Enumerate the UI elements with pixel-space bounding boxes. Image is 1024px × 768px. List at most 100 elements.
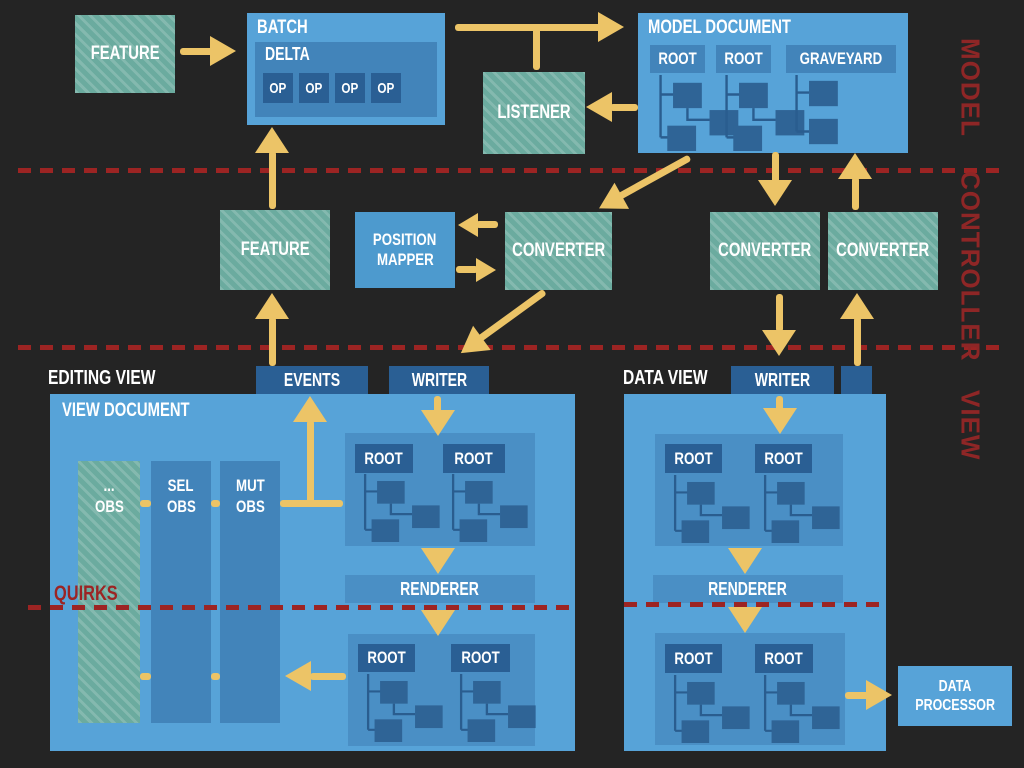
arrow-modeldoc-to-converterleft xyxy=(772,152,779,184)
root-tree xyxy=(451,674,543,742)
model-root-header: ROOT xyxy=(650,45,705,73)
model-document-label: MODEL DOCUMENT xyxy=(648,17,791,38)
root-tree xyxy=(358,674,450,742)
arrow-renderer-to-roots-head xyxy=(421,610,455,636)
arrow-roots-to-dataprocessor xyxy=(845,692,871,699)
data-view-divider xyxy=(624,602,881,607)
editing-renderer-bar: RENDERER xyxy=(345,575,535,603)
arrow-writer-to-roots xyxy=(434,396,441,414)
arrow-datarenderer-to-roots-head xyxy=(728,607,762,633)
op-row: OP OP OP OP xyxy=(263,73,401,103)
arrow-dataroots-to-renderer-head xyxy=(728,548,762,574)
data-roots-bottom-panel: ROOT ROOT xyxy=(655,633,845,745)
arrow-roots-to-dataprocessor-head xyxy=(866,680,892,710)
root-header: ROOT xyxy=(451,644,510,672)
editing-writer-header: WRITER xyxy=(389,366,489,394)
editing-roots-bottom-panel: ROOT ROOT xyxy=(348,634,536,746)
controller-layer-label: CONTROLLER xyxy=(955,170,986,362)
position-mapper-box: POSITION MAPPER xyxy=(355,212,455,288)
op-box: OP xyxy=(299,73,329,103)
op-box: OP xyxy=(335,73,365,103)
root-tree xyxy=(355,474,447,542)
root-header: ROOT xyxy=(358,644,415,672)
observer-column-sel: SEL OBS xyxy=(151,461,211,723)
position-mapper-line2: MAPPER xyxy=(376,250,434,269)
model-feature-label: FEATURE xyxy=(90,43,160,64)
batch-box: BATCH DELTA OP OP OP OP xyxy=(247,13,445,125)
data-processor-box: DATA PROCESSOR xyxy=(898,666,1012,726)
view-document-label: VIEW DOCUMENT xyxy=(62,400,190,421)
arrow-observers-to-events xyxy=(307,420,314,507)
model-root-tree xyxy=(650,75,746,151)
arrow-batch-to-listener xyxy=(533,28,540,70)
model-feature-box: FEATURE xyxy=(75,15,175,93)
data-view-small-box xyxy=(841,366,872,394)
model-graveyard-tree xyxy=(786,75,882,151)
converter-mid-box: CONVERTER xyxy=(505,212,612,290)
root-header: ROOT xyxy=(755,444,812,473)
listener-box: LISTENER xyxy=(483,72,585,154)
arrow-modeldoc-to-converter xyxy=(591,144,697,222)
root-header: ROOT xyxy=(665,444,722,473)
arrow-ctrlfeature-to-batch xyxy=(269,151,276,209)
listener-label: LISTENER xyxy=(497,102,571,123)
arrow-smallbox-to-converterright-head xyxy=(840,293,874,319)
view-layer-label: VIEW xyxy=(955,389,986,461)
arrow-roots-to-mutobs xyxy=(310,673,346,680)
quirks-divider xyxy=(28,605,575,610)
arrow-datawriter-to-roots-head xyxy=(763,408,797,434)
arrow-modeldoc-to-listener xyxy=(610,104,638,111)
delta-label: DELTA xyxy=(265,44,310,64)
arrow-converter-to-mapper xyxy=(476,221,498,228)
arrow-events-to-feature-head xyxy=(255,293,289,319)
arrow-feature-to-batch-head xyxy=(210,36,236,66)
data-view-title: DATA VIEW xyxy=(623,367,708,389)
root-tree xyxy=(443,474,535,542)
controller-feature-label: FEATURE xyxy=(240,239,310,260)
model-document-box: MODEL DOCUMENT ROOT ROOT GRAVEYARD xyxy=(638,13,908,153)
observer-column-generic: ... OBS xyxy=(78,461,140,723)
arrow-mapper-to-converter-head xyxy=(476,258,496,282)
root-tree xyxy=(665,675,757,743)
arrow-modeldoc-to-listener-head xyxy=(586,92,612,122)
events-header: EVENTS xyxy=(256,366,368,394)
model-layer-label: MODEL xyxy=(955,37,986,137)
delta-box: DELTA OP OP OP OP xyxy=(255,42,437,117)
arrow-events-to-feature xyxy=(269,317,276,366)
arrow-roots-to-mutobs-head xyxy=(285,661,311,691)
arrow-converterleft-to-datawriter xyxy=(776,294,783,332)
arrow-converter-to-mapper-head xyxy=(458,213,478,237)
model-controller-divider xyxy=(18,168,1008,173)
arrow-converterright-to-modeldoc xyxy=(852,177,859,210)
arrow-modeldoc-to-converterleft-head xyxy=(758,180,792,206)
arrow-batch-to-modeldoc xyxy=(455,24,603,31)
batch-label: BATCH xyxy=(257,17,308,38)
root-header: ROOT xyxy=(755,644,813,673)
observer-column-mut: MUT OBS xyxy=(220,461,280,723)
data-writer-header: WRITER xyxy=(731,366,834,394)
op-box: OP xyxy=(371,73,401,103)
root-header: ROOT xyxy=(355,444,413,473)
position-mapper-line1: POSITION xyxy=(373,230,437,249)
observer-connector-segment xyxy=(140,500,151,507)
roots-to-obs-segment xyxy=(211,673,220,680)
arrow-observers-to-events-head xyxy=(293,396,327,422)
root-tree xyxy=(665,475,757,543)
roots-to-obs-segment xyxy=(140,673,151,680)
arrow-feature-to-batch xyxy=(180,48,216,55)
editing-roots-top-panel: ROOT ROOT xyxy=(345,433,535,546)
controller-view-divider xyxy=(18,345,1008,350)
quirks-label: QUIRKS xyxy=(54,582,118,605)
data-renderer-bar: RENDERER xyxy=(653,575,843,603)
root-header: ROOT xyxy=(443,444,505,473)
root-header: ROOT xyxy=(665,644,722,673)
model-graveyard-header: GRAVEYARD xyxy=(786,45,896,73)
root-tree xyxy=(755,475,847,543)
arrow-converterleft-to-datawriter-head xyxy=(762,330,796,356)
arrow-datawriter-to-roots xyxy=(776,396,783,412)
arrow-ctrlfeature-to-batch-head xyxy=(255,127,289,153)
arrow-converter-to-writer xyxy=(451,279,554,366)
observer-connector-segment xyxy=(211,500,220,507)
arrow-smallbox-to-converterright xyxy=(854,317,861,366)
